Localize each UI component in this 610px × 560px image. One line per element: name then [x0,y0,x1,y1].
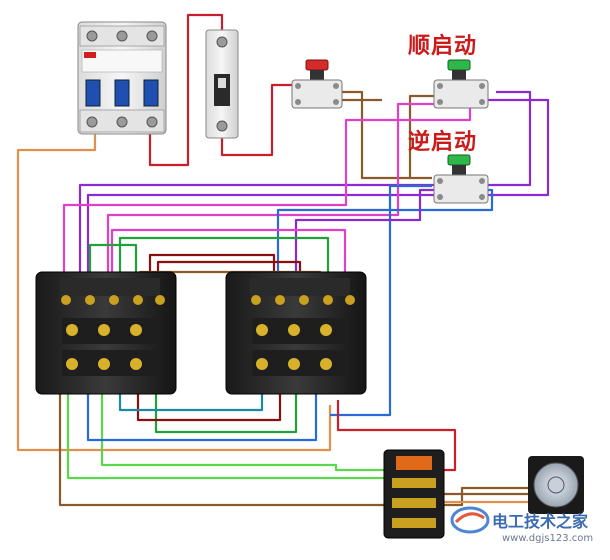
wire-teal-low [118,385,264,412]
wire-blue-1 [330,184,432,417]
wire-brown-3 [408,94,440,178]
control-breaker [205,29,239,139]
main-breaker [77,21,167,135]
reverse-start-label: 逆启动 [408,130,478,155]
watermark-url: www.dgjs123.com [502,533,594,544]
wire-red-stop [220,83,296,157]
watermark-site-name: 电工技术之家 [492,512,589,531]
wire-magenta-3 [110,228,347,285]
wire-orange [16,128,332,452]
wire-magenta-1 [62,108,472,285]
wire-darkred-low [136,385,282,422]
wires [16,13,550,507]
wire-magenta-2 [106,102,440,285]
wire-darkred-1 [148,253,276,285]
wire-red-top [148,13,224,167]
wire-lightgreen-2 [100,385,420,492]
wire-red-overload [336,400,457,472]
contactor-reverse [225,271,367,395]
wire-blue-2 [276,188,494,285]
overload-relay [383,449,445,539]
motor [528,456,584,514]
forward-start-label: 顺启动 [408,34,478,59]
stop-button [291,59,343,109]
watermark-logo [450,506,490,534]
wire-green-top [88,243,138,285]
forward-button [433,59,489,109]
wire-purple-3 [294,188,440,285]
contactor-forward [35,271,177,395]
reverse-button [433,154,489,204]
wire-purple-2 [78,90,532,290]
wire-purple-1 [86,98,550,290]
wire-green-low [154,385,298,434]
wire-blue-low [86,385,318,442]
wire-lightgreen-1 [66,385,406,492]
wire-motor-1 [58,385,530,507]
wire-green-mid [118,236,330,285]
